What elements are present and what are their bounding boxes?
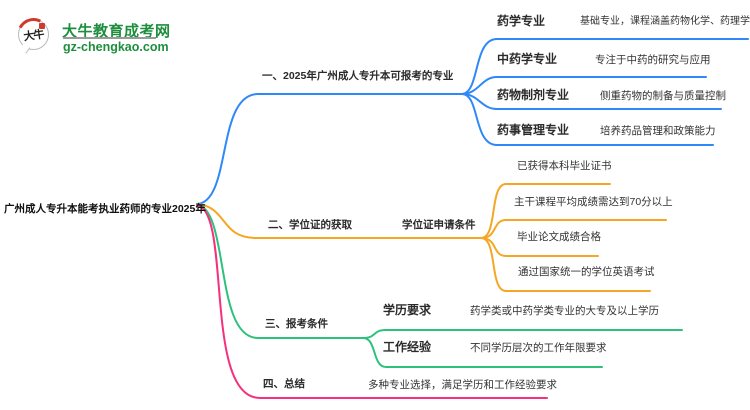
branch-3-leaf-2-desc: 不同学历层次的工作年限要求 (470, 342, 607, 354)
branch-2-leaf-1-line (480, 183, 611, 239)
logo-icon-seal (39, 23, 45, 29)
branch-3-leaf-1-line (362, 329, 683, 339)
branch-4-label: 四、总结 (263, 378, 305, 390)
branch-2-leaf-1: 已获得本科毕业证书 (517, 160, 612, 172)
branch-1-leaf-2-desc: 专注于中药的研究与应用 (595, 54, 711, 66)
branch-2-leaf-4-line (480, 237, 651, 292)
branch-1-leaf-4-keyword: 药事管理专业 (497, 123, 570, 137)
branch-3-leaf-1-keyword: 学历要求 (383, 303, 432, 317)
branch-4-main-line (196, 204, 548, 399)
branch-4-desc: 多种专业选择，满足学历和工作经验要求 (368, 379, 557, 391)
logo-icon: 大牛 (12, 13, 55, 56)
site-logo-title: 大牛教育成考网 (62, 23, 171, 40)
branch-3-leaf-1-desc: 药学类或中药学类专业的大专及以上学历 (470, 305, 659, 317)
branch-1-label: 一、2025年广州成人专升本可报考的专业 (262, 70, 454, 82)
root-node-title: 广州成人专升本能考执业药师的专业2025年 (4, 203, 206, 215)
branch-2-sublabel: 学位证申请条件 (402, 219, 476, 231)
branch-3-leaf-2-keyword: 工作经验 (383, 340, 432, 354)
branch-1-leaf-4-desc: 培养药品管理和政策能力 (600, 125, 716, 137)
branch-2-leaf-2: 主干课程平均成绩需达到70分以上 (514, 196, 673, 208)
branch-2-leaf-3: 毕业论文成绩合格 (517, 231, 601, 243)
branch-1-leaf-1-desc: 基础专业，课程涵盖药物化学、药理学 (580, 16, 750, 27)
branch-1-leaf-3-desc: 侧重药物的制备与质量控制 (600, 90, 726, 102)
branch-1-leaf-3-keyword: 药物制剂专业 (497, 88, 570, 102)
branch-2-label: 二、学位证的获取 (268, 219, 352, 231)
branch-1-leaf-1-keyword: 药学专业 (497, 14, 546, 28)
branch-2-leaf-4: 通过国家统一的学位英语考试 (518, 266, 655, 278)
branch-1-leaf-2-keyword: 中药学专业 (497, 52, 558, 66)
branch-3-label: 三、报考条件 (265, 318, 328, 330)
branch-1-main-line (196, 93, 463, 205)
logo-divider (63, 37, 156, 39)
branch-4-connector-lines (196, 204, 548, 399)
site-logo-domain: gz-chengkao.com (63, 40, 169, 54)
